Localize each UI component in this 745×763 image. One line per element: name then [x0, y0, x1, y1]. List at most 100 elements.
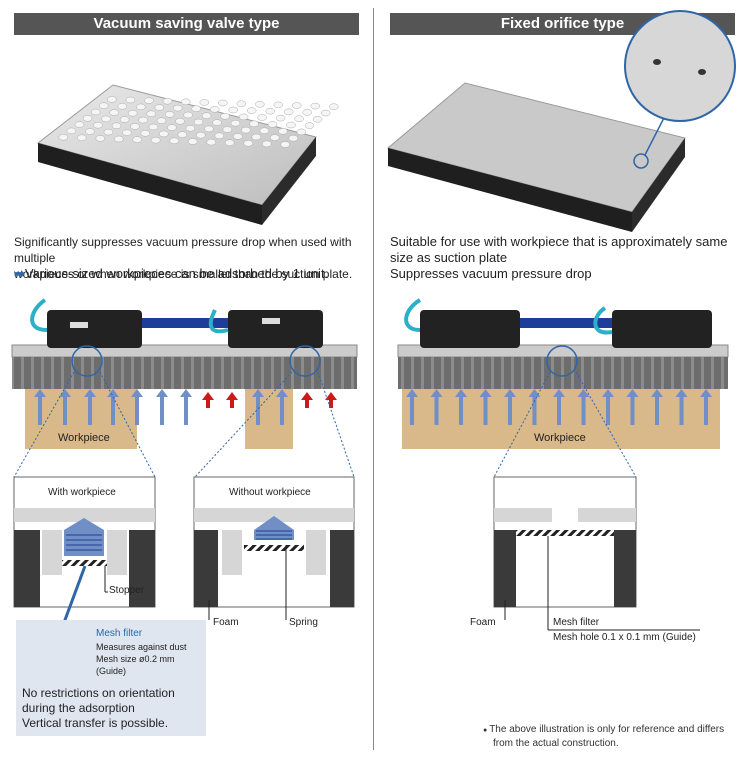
suction-hole	[177, 131, 188, 138]
left-foam-label: Foam	[213, 617, 239, 628]
bullet-icon: ●	[483, 727, 490, 734]
suction-hole	[302, 109, 312, 116]
suction-hole	[224, 139, 235, 146]
airflow-arrowhead	[84, 389, 96, 397]
airflow-arrowhead	[252, 389, 264, 397]
airflow-arrowhead	[651, 389, 663, 397]
suction-hole	[209, 106, 220, 113]
suction-hole	[199, 99, 210, 106]
suction-hole	[144, 97, 154, 104]
airflow-arrowhead	[528, 389, 541, 397]
right-description-line-2: size as suction plate	[390, 250, 508, 265]
suction-hole	[267, 121, 278, 128]
suction-hole	[103, 128, 114, 136]
suction-hole	[233, 133, 243, 140]
suction-hole	[154, 104, 165, 111]
airflow-arrowhead	[626, 389, 639, 397]
airflow-arrowhead	[226, 392, 238, 400]
suction-hole	[288, 134, 299, 142]
mesh-line-1: Measures against dust	[96, 642, 187, 652]
suction-hole	[230, 119, 241, 127]
airflow-arrowhead	[301, 392, 313, 400]
suction-hole	[183, 111, 193, 119]
suction-hole	[138, 116, 148, 124]
suction-hole	[132, 136, 142, 143]
suction-hole	[201, 112, 212, 119]
suction-hole	[175, 118, 185, 125]
suction-hole	[127, 109, 138, 117]
airflow-arrowhead	[479, 389, 492, 397]
suction-hole	[273, 101, 284, 109]
airflow-arrowhead	[325, 392, 337, 400]
suction-hole	[212, 119, 222, 126]
suction-hole	[220, 113, 230, 120]
suction-hole	[280, 141, 290, 148]
suction-hole	[187, 138, 198, 145]
vacuum-valve-plate-image	[36, 84, 339, 225]
airflow-arrowhead	[107, 389, 119, 397]
suction-hole	[99, 102, 109, 109]
suction-hole	[93, 121, 103, 129]
suction-hole	[320, 109, 331, 117]
suction-hole	[191, 105, 201, 112]
left-highlight-text: Various-sized workpieces can be adsorbed…	[24, 266, 329, 281]
suction-hole	[74, 121, 85, 128]
airflow-arrowhead	[131, 389, 143, 397]
right-workpiece-label: Workpiece	[534, 432, 586, 444]
suction-hole	[164, 111, 175, 118]
suction-hole	[214, 132, 225, 140]
suction-hole	[140, 130, 151, 137]
suction-hole	[329, 103, 339, 110]
left-description-line-1: Significantly suppresses vacuum pressure…	[14, 235, 352, 265]
section-divider	[373, 8, 374, 750]
suction-hole	[238, 113, 249, 121]
stopper-label: Stopper	[109, 585, 145, 596]
airflow-arrowhead	[700, 389, 712, 397]
suction-hole	[206, 138, 216, 146]
suction-hole	[169, 137, 179, 145]
suction-hole	[304, 122, 315, 129]
suction-hole	[310, 102, 321, 110]
suction-hole	[77, 134, 87, 142]
airflow-arrowhead	[455, 389, 467, 397]
airflow-arrowhead	[430, 389, 443, 397]
airflow-arrowhead	[406, 389, 418, 397]
suction-hole	[130, 123, 140, 130]
airflow-arrowhead	[34, 389, 46, 397]
disclaimer-line-2: from the actual construction.	[493, 738, 619, 749]
right-arrow-icon: ➡	[14, 266, 25, 281]
airflow-arrowhead	[202, 392, 214, 400]
suction-hole	[90, 108, 101, 116]
orientation-line-1: No restrictions on orientation	[22, 686, 175, 700]
suction-hole	[246, 107, 257, 114]
right-cross-section	[397, 298, 729, 478]
with-workpiece-title: With workpiece	[48, 487, 116, 498]
suction-hole	[270, 134, 280, 141]
suction-hole	[204, 125, 214, 133]
suction-hole	[312, 116, 323, 123]
disclaimer-note: ● The above illustration is only for ref…	[483, 723, 724, 750]
left-description-line-2: workpieces or when workpiece is smaller …	[14, 267, 353, 281]
suction-hole	[114, 135, 124, 143]
mesh-line-2: Mesh size ø0.2 mm	[96, 654, 175, 664]
disclaimer-line-1: ● The above illustration is only for ref…	[483, 723, 724, 737]
without-workpiece-title: Without workpiece	[229, 487, 311, 498]
suction-hole	[109, 109, 119, 116]
left-highlight: ➡Various-sized workpieces can be adsorbe…	[14, 266, 328, 282]
suction-hole	[181, 98, 191, 106]
suction-hole	[251, 133, 262, 141]
airflow-arrowhead	[675, 389, 688, 397]
suction-hole	[292, 102, 302, 109]
suction-hole	[167, 124, 177, 131]
suction-hole	[107, 96, 117, 103]
detail-without-workpiece	[193, 476, 355, 620]
suction-hole	[150, 136, 161, 144]
suction-hole	[58, 133, 69, 141]
suction-hole	[117, 103, 128, 110]
spring-label: Spring	[289, 617, 318, 628]
mesh-filter-panel: Mesh filter Measures against dust Mesh s…	[16, 620, 206, 736]
airflow-arrowhead	[577, 389, 590, 397]
right-description-line-1: Suitable for use with workpiece that is …	[390, 234, 728, 249]
suction-hole	[82, 115, 93, 122]
airflow-arrowhead	[276, 389, 288, 397]
